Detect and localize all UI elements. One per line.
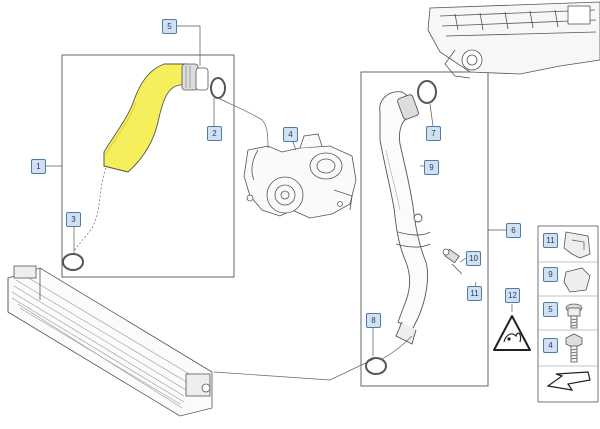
clip-part-icon <box>563 267 591 293</box>
callout-4[interactable]: 4 <box>283 127 298 142</box>
callout-6[interactable]: 6 <box>506 223 521 238</box>
warning-triangle-icon <box>493 315 531 351</box>
legend-callout-4[interactable]: 4 <box>543 338 558 353</box>
seal-ring-8 <box>365 357 387 375</box>
callout-5[interactable]: 5 <box>162 19 177 34</box>
legend-callout-11[interactable]: 11 <box>543 233 558 248</box>
bolt-part-4-icon <box>565 333 583 363</box>
callout-10[interactable]: 10 <box>466 251 481 266</box>
callout-12[interactable]: 12 <box>505 288 520 303</box>
seal-ring-3 <box>62 253 84 271</box>
callout-7[interactable]: 7 <box>426 126 441 141</box>
bolt-part-5-icon <box>565 303 583 329</box>
callout-8[interactable]: 8 <box>366 313 381 328</box>
highlighted-intake-hose <box>103 63 209 173</box>
callout-9[interactable]: 9 <box>424 160 439 175</box>
seal-ring-2 <box>210 77 226 99</box>
callout-2[interactable]: 2 <box>207 126 222 141</box>
callout-3[interactable]: 3 <box>66 212 81 227</box>
legend-callout-9[interactable]: 9 <box>543 267 558 282</box>
charge-air-pipe <box>379 91 431 345</box>
connection-lines <box>73 97 413 381</box>
group-frame-right <box>360 71 489 387</box>
turbocharger <box>243 133 357 219</box>
callout-1[interactable]: 1 <box>31 159 46 174</box>
intercooler <box>7 265 213 417</box>
legend-callout-5[interactable]: 5 <box>543 302 558 317</box>
callout-11[interactable]: 11 <box>467 286 482 301</box>
seal-ring-7 <box>417 80 437 104</box>
pressure-sensor <box>442 248 463 275</box>
engine-block <box>427 1 600 79</box>
down-left-arrow-icon <box>546 371 591 391</box>
bracket-part-icon <box>563 231 591 259</box>
